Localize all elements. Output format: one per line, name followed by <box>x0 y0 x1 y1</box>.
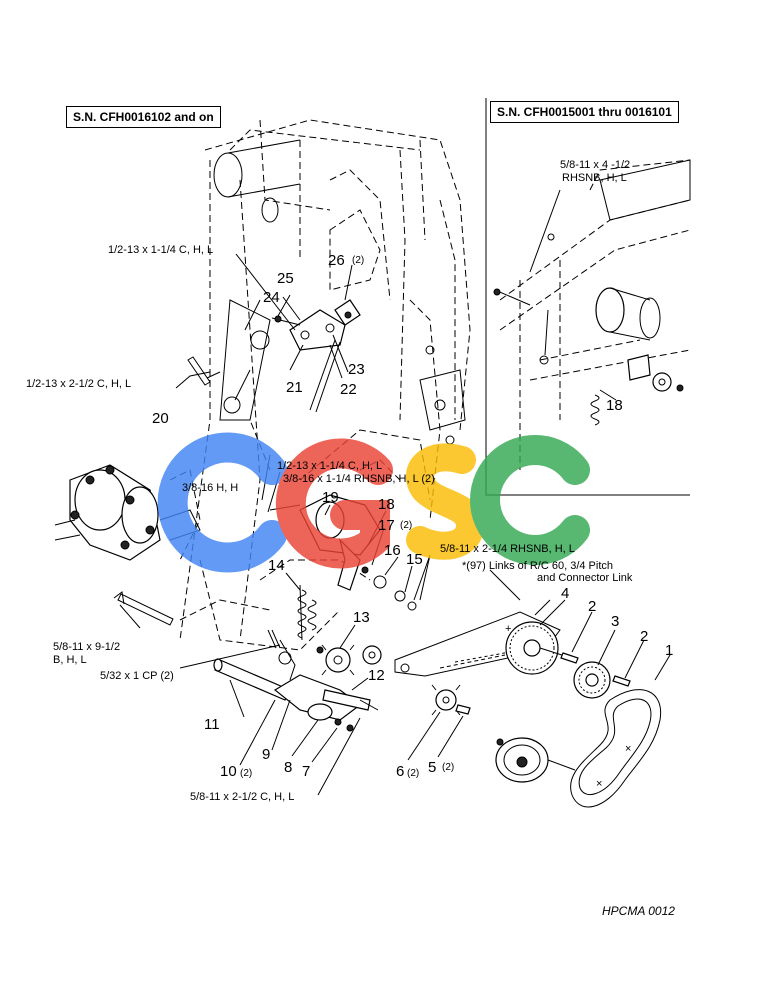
watermark-letter-c1 <box>157 432 287 573</box>
watermark-letter-c2 <box>470 435 590 565</box>
svg-text:×: × <box>625 743 631 755</box>
tension-bracket-assembly <box>271 299 361 413</box>
callout-17: 17 <box>378 517 395 534</box>
hardware-label: 5/8-11 x 2-1/4 RHSNB, H, L <box>440 543 575 555</box>
hardware-label: 1/2-13 x 1-1/4 C, H, L <box>277 460 382 472</box>
callout-16: 16 <box>384 542 401 559</box>
sprocket-13 <box>316 644 382 676</box>
long-bolt <box>113 591 174 626</box>
callout-22: 22 <box>340 381 357 398</box>
callout-9: 9 <box>262 746 270 763</box>
leader-lines <box>119 253 671 796</box>
callout-1: 1 <box>665 642 673 659</box>
hardware-label: and Connector Link <box>537 572 633 584</box>
callout-6-qty: (2) <box>407 768 419 779</box>
callout-11: 11 <box>204 716 220 733</box>
callout-24: 24 <box>263 289 280 306</box>
hardware-label: 5/8-11 x 9-1/2 <box>53 641 120 653</box>
callout-14: 14 <box>268 557 285 574</box>
callout-8: 8 <box>284 759 292 776</box>
callout-20: 20 <box>152 410 169 427</box>
hardware-label: *(97) Links of R/C 60, 3/4 Pitch <box>462 560 613 572</box>
callout-numbers: 1 2 2 3 4 5 (2) 6 (2) 7 8 9 10 (2) 11 12… <box>152 252 673 780</box>
callout-2b: 2 <box>640 628 648 645</box>
hardware-label: 5/8-11 x 4 -1/2 <box>560 159 630 171</box>
bolt-20 <box>187 356 221 386</box>
watermark-logo <box>157 432 590 573</box>
watermark-letter-s <box>406 443 485 560</box>
watermark-letter-g <box>275 438 393 569</box>
key-2a <box>560 652 579 664</box>
callout-2a: 2 <box>588 598 596 615</box>
bearing-3 <box>573 661 611 699</box>
callout-4: 4 <box>561 585 569 602</box>
hardware-labels: 1/2-13 x 1-1/4 C, H, L 1/2-13 x 2-1/2 C,… <box>26 159 633 803</box>
callout-26: 26 <box>328 252 345 269</box>
callout-15: 15 <box>406 551 423 568</box>
key-2b <box>612 675 631 687</box>
callout-25: 25 <box>277 270 294 287</box>
sprocket-6 <box>431 684 461 716</box>
callout-3: 3 <box>611 613 619 630</box>
callout-5-qty: (2) <box>442 762 454 773</box>
callout-18-inset: 18 <box>606 397 623 414</box>
callout-23: 23 <box>348 361 365 378</box>
hardware-label: 5/32 x 1 CP (2) <box>100 670 174 682</box>
figure-reference-code: HPCMA 0012 <box>602 904 675 918</box>
hardware-label: 3/8-16 x 1-1/4 RHSNB, H, L (2) <box>283 473 435 485</box>
hardware-label: 1/2-13 x 2-1/2 C, H, L <box>26 378 131 390</box>
serial-range-old-label: S.N. CFH0015001 thru 0016101 <box>490 101 679 123</box>
callout-10-qty: (2) <box>240 768 252 779</box>
callout-19: 19 <box>322 489 339 506</box>
callout-21: 21 <box>286 379 303 396</box>
drive-belt-1: × × <box>570 689 662 808</box>
callout-10: 10 <box>220 763 237 780</box>
callout-26-qty: (2) <box>352 255 364 266</box>
svg-text:+: + <box>505 623 511 635</box>
belt-pulley <box>495 737 576 783</box>
hardware-label: B, H, L <box>53 654 87 666</box>
bolt-5 <box>455 704 471 715</box>
hardware-label: 3/8-16 H, H <box>182 482 238 494</box>
large-sprocket-4 <box>505 621 566 675</box>
callout-18: 18 <box>378 496 395 513</box>
hardware-label: 5/8-11 x 2-1/2 C, H, L <box>190 791 294 803</box>
hardware-label: RHSNB, H, L <box>562 172 627 184</box>
callout-12: 12 <box>368 667 385 684</box>
hardware-label: 1/2-13 x 1-1/4 C, H, L <box>108 244 213 256</box>
hydraulic-motor <box>54 464 201 561</box>
callout-13: 13 <box>353 609 370 626</box>
inset-panel <box>485 98 691 496</box>
idler-arm-assembly <box>273 674 379 732</box>
callout-6: 6 <box>396 763 404 780</box>
serial-range-new-label: S.N. CFH0016102 and on <box>66 106 221 128</box>
callout-17-qty: (2) <box>400 520 412 531</box>
callout-5: 5 <box>428 759 436 776</box>
svg-text:×: × <box>596 778 602 790</box>
tension-spring-14 <box>278 584 317 681</box>
shaft-11 <box>213 658 291 701</box>
callout-7: 7 <box>302 763 310 780</box>
